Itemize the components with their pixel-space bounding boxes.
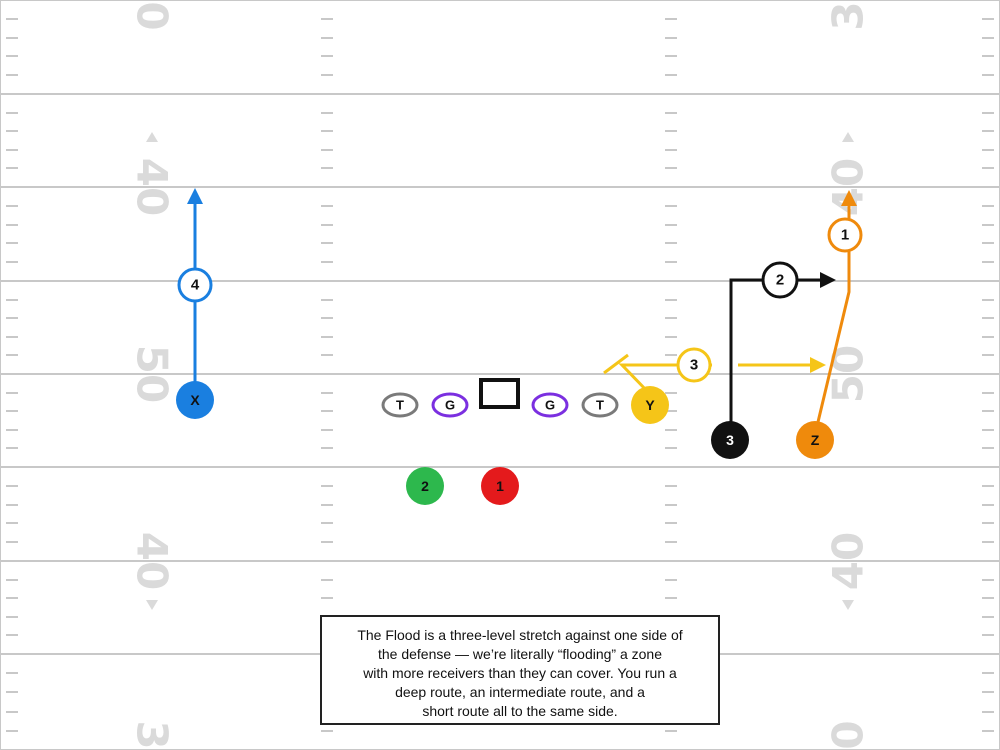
yard-direction-arrow xyxy=(146,132,158,142)
player-label: T xyxy=(596,398,604,413)
read-2: 2 xyxy=(761,261,799,299)
tackle-right: T xyxy=(581,392,619,418)
player-label: G xyxy=(445,398,455,413)
player-label: Y xyxy=(645,397,655,413)
read-number: 3 xyxy=(690,357,698,374)
y-route-tee xyxy=(603,353,629,375)
lineman-marker xyxy=(431,392,469,418)
description-line: The Flood is a three-level stretch again… xyxy=(357,627,683,643)
read-circle xyxy=(761,261,799,299)
player-label: 1 xyxy=(496,478,504,494)
player-label: X xyxy=(190,392,200,408)
yard-numbers-left: 0 40 50 40 3 xyxy=(128,1,177,749)
player-label: T xyxy=(396,398,404,413)
slot-route-arrowhead xyxy=(820,272,836,288)
center-marker xyxy=(479,378,520,409)
read-4: 4 xyxy=(177,267,213,303)
lineman-marker xyxy=(531,392,569,418)
player-z: Z xyxy=(796,421,834,459)
player-marker xyxy=(176,381,214,419)
read-1: 1 xyxy=(827,217,863,253)
yard-number: 3 xyxy=(128,720,177,749)
player-back-2: 2 xyxy=(406,467,444,505)
yard-number: 40 xyxy=(128,158,177,216)
yard-number: 3 xyxy=(824,1,873,30)
read-3: 3 xyxy=(676,347,712,383)
yard-direction-arrow xyxy=(842,132,854,142)
yard-direction-arrow xyxy=(146,600,158,610)
description-line: short route all to the same side. xyxy=(422,703,618,719)
tackle-left: T xyxy=(381,392,419,418)
player-label: 2 xyxy=(421,478,429,494)
player-marker xyxy=(481,467,519,505)
player-marker xyxy=(711,421,749,459)
offensive-line: T G G T xyxy=(381,378,619,418)
player-label: G xyxy=(545,398,555,413)
player-y: Y xyxy=(631,386,669,424)
z-route-arrowhead xyxy=(841,190,857,206)
y-route-arrowhead xyxy=(810,357,826,373)
yard-number: 0 xyxy=(128,1,177,30)
yard-number: 40 xyxy=(824,532,873,590)
description-line: the defense — we’re literally “flooding”… xyxy=(377,646,663,662)
yard-number: 40 xyxy=(128,532,177,590)
player-marker xyxy=(406,467,444,505)
description-line: deep route, an intermediate route, and a xyxy=(395,684,645,700)
read-number: 4 xyxy=(191,277,200,294)
x-route-arrowhead xyxy=(187,188,203,204)
player-label: Z xyxy=(811,432,820,448)
read-circle xyxy=(676,347,712,383)
player-x: X xyxy=(176,381,214,419)
read-circle xyxy=(827,217,863,253)
lineman-marker xyxy=(381,392,419,418)
guard-right: G xyxy=(531,392,569,418)
player-slot: 3 xyxy=(711,421,749,459)
guard-left: G xyxy=(431,392,469,418)
player-label: 3 xyxy=(726,432,734,448)
yard-number: 50 xyxy=(128,345,177,403)
lineman-marker xyxy=(581,392,619,418)
yard-number: 50 xyxy=(824,345,873,403)
description-line: with more receivers than they can cover.… xyxy=(363,665,677,681)
hash-marks xyxy=(6,18,994,732)
read-number: 2 xyxy=(776,272,784,289)
play-description: The Flood is a three-level stretch again… xyxy=(320,615,720,725)
yard-numbers-right: 3 40 50 40 0 xyxy=(824,1,873,749)
read-circle xyxy=(177,267,213,303)
yard-direction-arrow xyxy=(842,600,854,610)
player-back-1: 1 xyxy=(481,467,519,505)
yard-number: 0 xyxy=(824,720,873,749)
read-number: 1 xyxy=(841,227,849,244)
player-marker xyxy=(631,386,669,424)
player-marker xyxy=(796,421,834,459)
